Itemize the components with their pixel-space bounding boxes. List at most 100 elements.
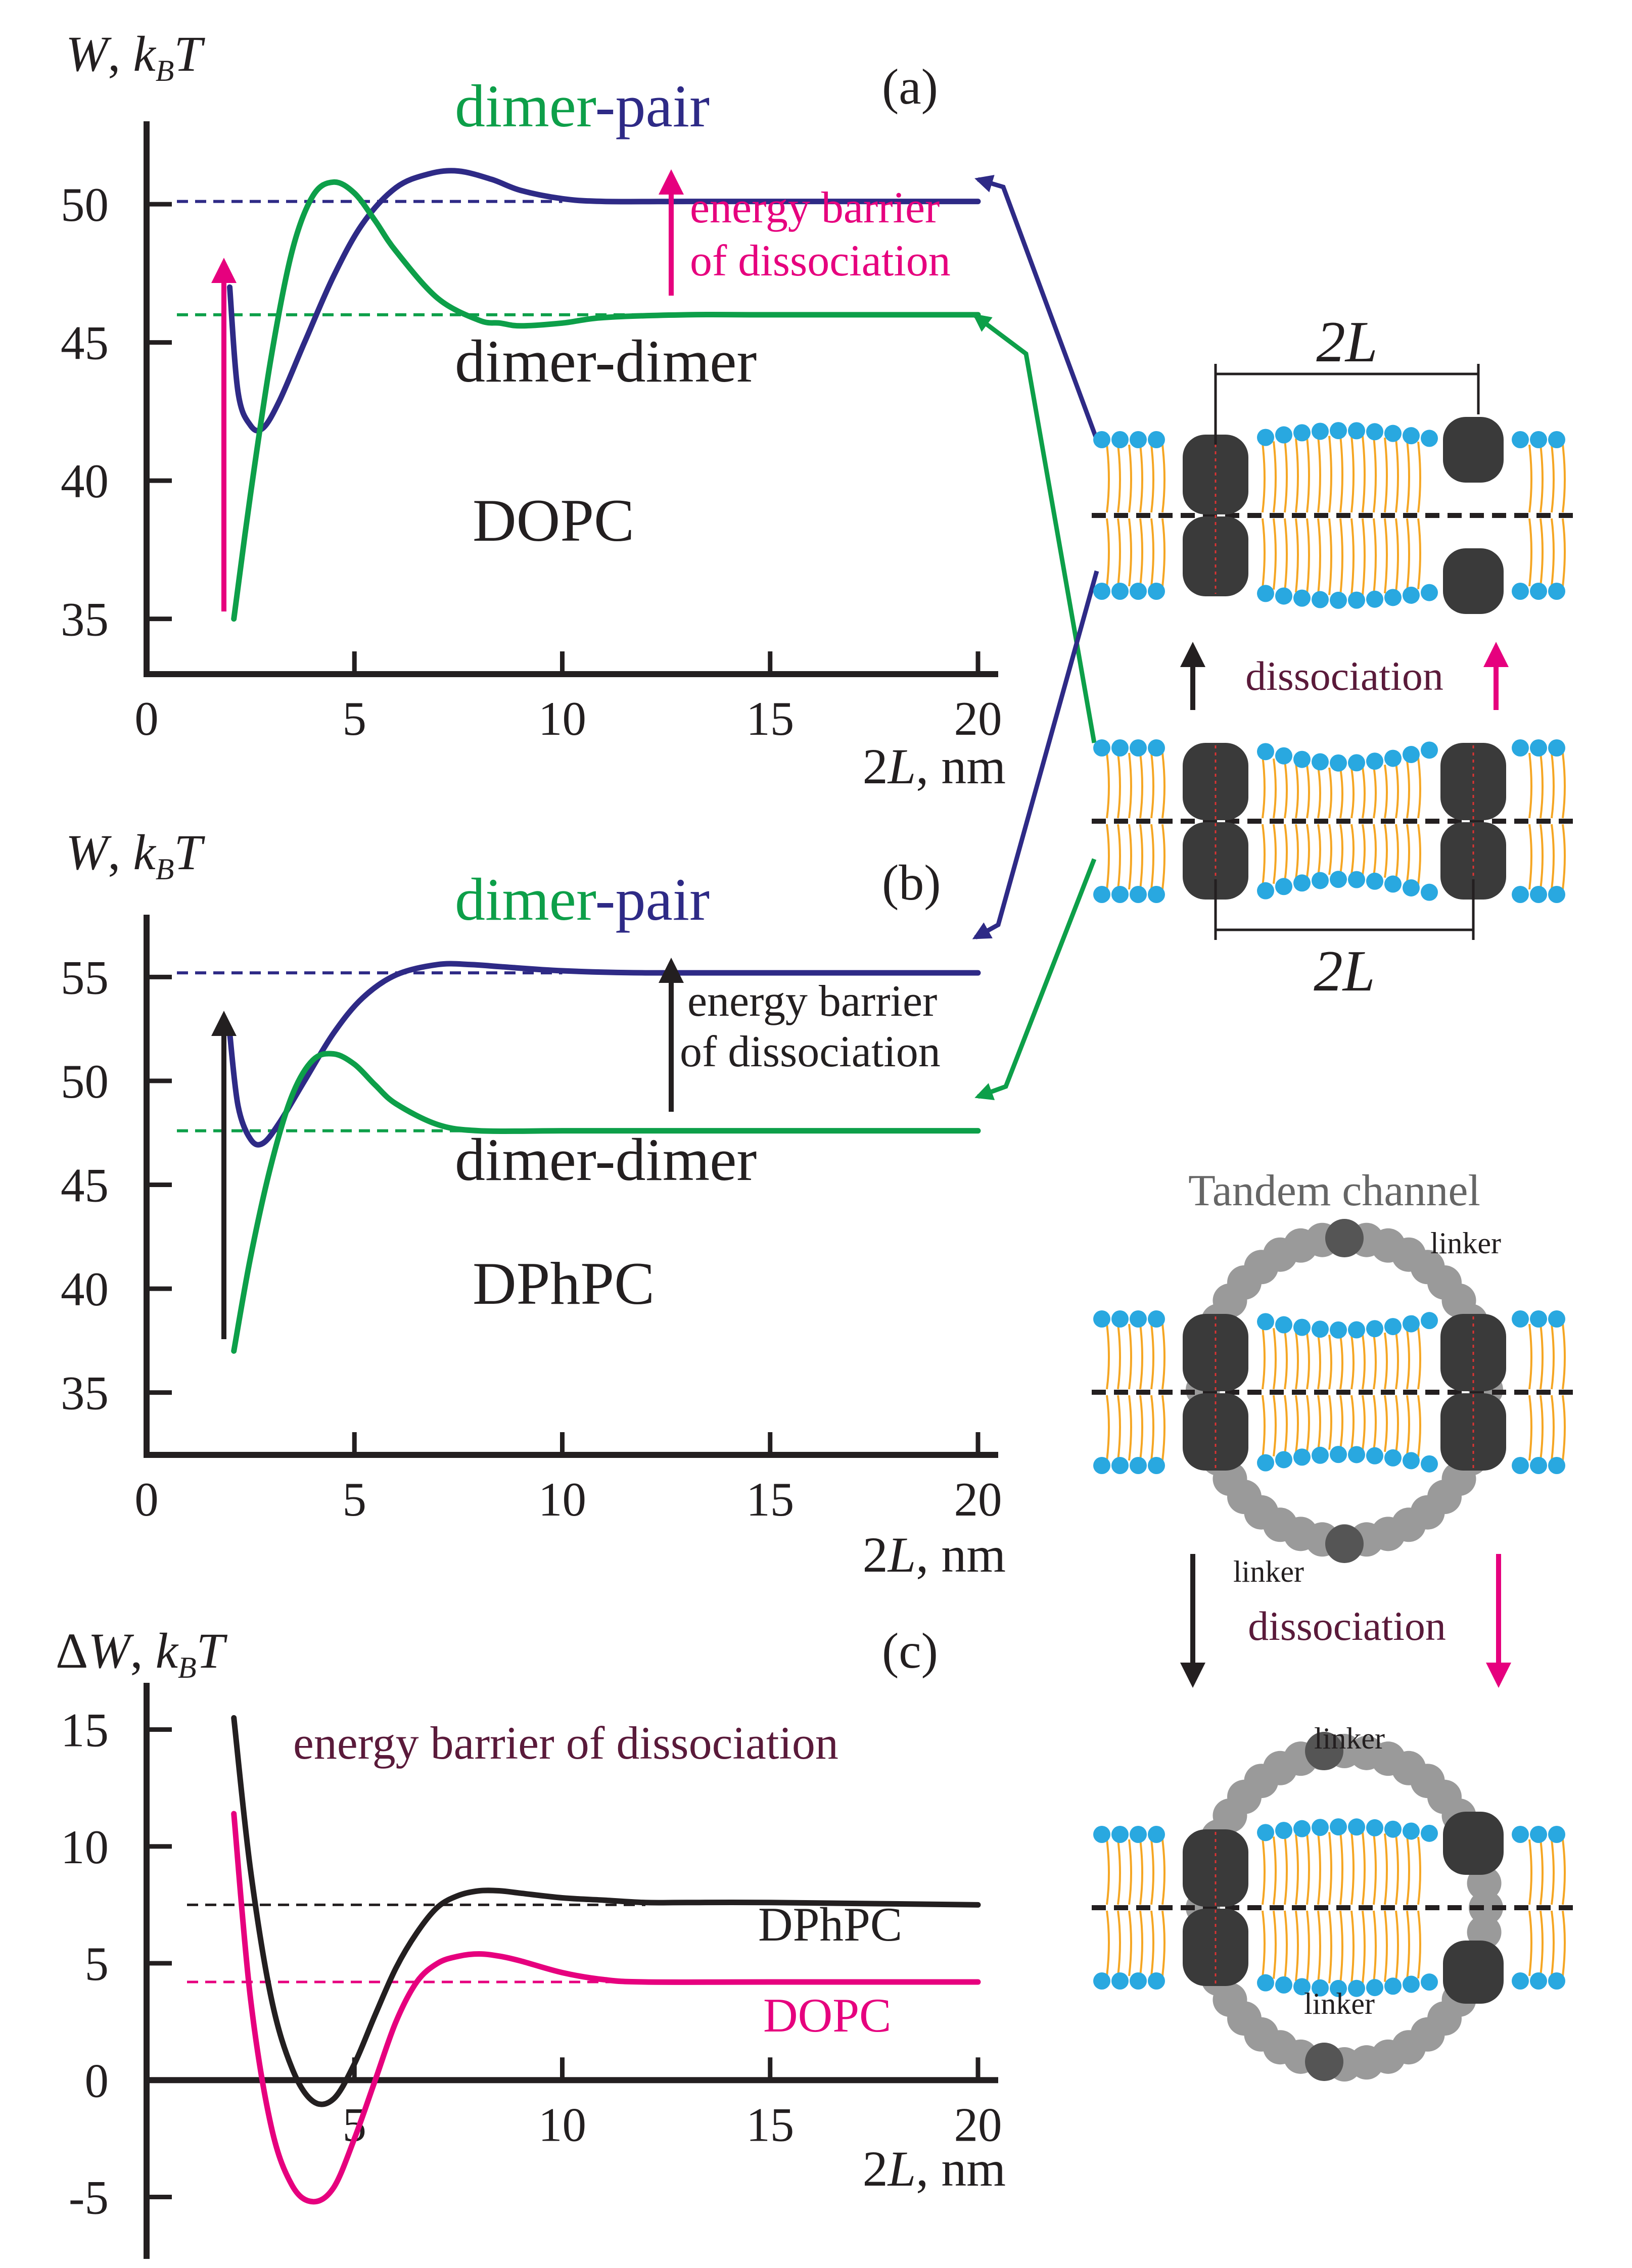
linker-bead (1469, 1891, 1503, 1925)
lipid-tail (1306, 437, 1310, 513)
lipid-tail (1150, 1395, 1154, 1461)
lipid-head (1330, 871, 1347, 888)
lipid-head (1293, 1978, 1311, 1996)
lipid-tail (1562, 752, 1566, 819)
panel-c-y-axis-title: ΔW, kBT (56, 1623, 228, 1684)
linker-node (1305, 2043, 1343, 2081)
lipid-head (1548, 431, 1565, 448)
lipid-tail (1317, 1832, 1321, 1905)
lipid-head (1530, 739, 1547, 757)
lipid-tail (1551, 824, 1555, 890)
lipid-tail (1373, 1910, 1377, 1983)
lipid-head (1257, 882, 1274, 900)
arrow-b-dimer-dimer (974, 858, 1097, 1101)
lipid-tail (1273, 758, 1277, 819)
lipid-head (1148, 1826, 1165, 1843)
lipid-head (1148, 431, 1165, 448)
lipid-head (1330, 1446, 1347, 1463)
lipid-head (1384, 875, 1402, 893)
lipid-head (1111, 1310, 1129, 1328)
lipid-head (1366, 1320, 1383, 1338)
lipid-tail (1306, 1910, 1310, 1982)
lipid-tail (1306, 1833, 1310, 1905)
lipid-head (1512, 886, 1529, 903)
lipid-tail (1362, 1395, 1366, 1450)
lipid-head (1148, 1457, 1165, 1474)
lipid-tail (1262, 1910, 1266, 1978)
lipid-head (1293, 1820, 1311, 1837)
lipid-head (1530, 431, 1547, 448)
lipid-tail (1273, 1836, 1277, 1905)
lipid-head (1312, 1446, 1329, 1464)
lipid-head (1348, 422, 1365, 440)
lipid-tail (1540, 1839, 1544, 1905)
y-tick-label: 5 (85, 1937, 109, 1991)
lipid-head (1130, 886, 1147, 903)
panel-c-title: energy barrier of dissociation (293, 1717, 838, 1769)
tandem-linker-label-2: linker (1233, 1555, 1304, 1588)
lipid-tail (1117, 1395, 1121, 1461)
lipid-tail (1551, 1839, 1555, 1905)
lipid-head (1384, 1820, 1402, 1838)
panel-b-x-axis-title: 2L, nm (863, 1527, 1006, 1583)
lipid-tail (1106, 1395, 1110, 1461)
top-dissociation-label: dissociation (1245, 653, 1443, 699)
tandem-linker-label-4: linker (1304, 1987, 1375, 2020)
panel-b-series-dimer-pair (227, 961, 981, 1148)
lipid-head (1530, 1310, 1547, 1328)
lipid-tail (1295, 518, 1299, 593)
lipid-tail (1417, 1910, 1421, 1979)
lipid-tail (1117, 1839, 1121, 1905)
lipid-head (1130, 1826, 1147, 1843)
lipid-tail (1317, 824, 1321, 876)
lipid-tail (1406, 1835, 1410, 1905)
lipid-tail (1284, 440, 1288, 513)
lipid-head (1330, 591, 1347, 609)
lipid-tail (1417, 1327, 1421, 1390)
lipid-head (1130, 1310, 1147, 1328)
lipid-head (1421, 584, 1438, 601)
lipid-head (1275, 426, 1292, 444)
lipid-tail (1117, 1910, 1121, 1976)
panel-b-series-dimer-dimer (231, 1051, 981, 1354)
lipid-tail (1106, 1910, 1110, 1976)
lipid-head (1257, 429, 1274, 446)
lipid-tail (1328, 1335, 1332, 1390)
top-spacing-label: 2L (1316, 310, 1377, 374)
x-tick-label: 15 (746, 692, 794, 745)
lipid-tail (1317, 518, 1321, 595)
y-tick-label: -5 (69, 2171, 109, 2225)
schematic-tandem-dimer-dimer (1092, 1219, 1577, 1563)
lipid-tail (1406, 518, 1410, 591)
lipid-head (1403, 1975, 1420, 1993)
mid-spacing-dimension: 2L (1214, 879, 1475, 1003)
lipid-head (1421, 1824, 1438, 1842)
lipid-tail (1295, 824, 1299, 879)
lipid-tail (1262, 443, 1266, 513)
lipid-head (1403, 427, 1420, 445)
y-tick-label: 35 (61, 593, 109, 646)
lipid-tail (1284, 518, 1288, 591)
lipid-head (1111, 886, 1129, 903)
lipid-tail (1317, 1395, 1321, 1451)
lipid-head (1348, 754, 1365, 772)
lipid-head (1530, 583, 1547, 600)
linker-node (1325, 1525, 1364, 1563)
x-tick-label: 0 (134, 692, 159, 745)
lipid-tail (1562, 1324, 1566, 1390)
lipid-tail (1273, 1910, 1277, 1979)
lipid-tail (1328, 518, 1332, 595)
channel-monomer (1443, 417, 1504, 483)
x-tick-label: 15 (746, 2098, 794, 2151)
lipid-head (1148, 739, 1165, 757)
y-tick-label: 0 (85, 2054, 109, 2107)
lipid-head (1512, 1310, 1529, 1328)
lipid-tail (1395, 518, 1399, 592)
lipid-tail (1139, 1395, 1143, 1461)
lipid-tail (1139, 1324, 1143, 1390)
lipid-tail (1117, 752, 1121, 819)
